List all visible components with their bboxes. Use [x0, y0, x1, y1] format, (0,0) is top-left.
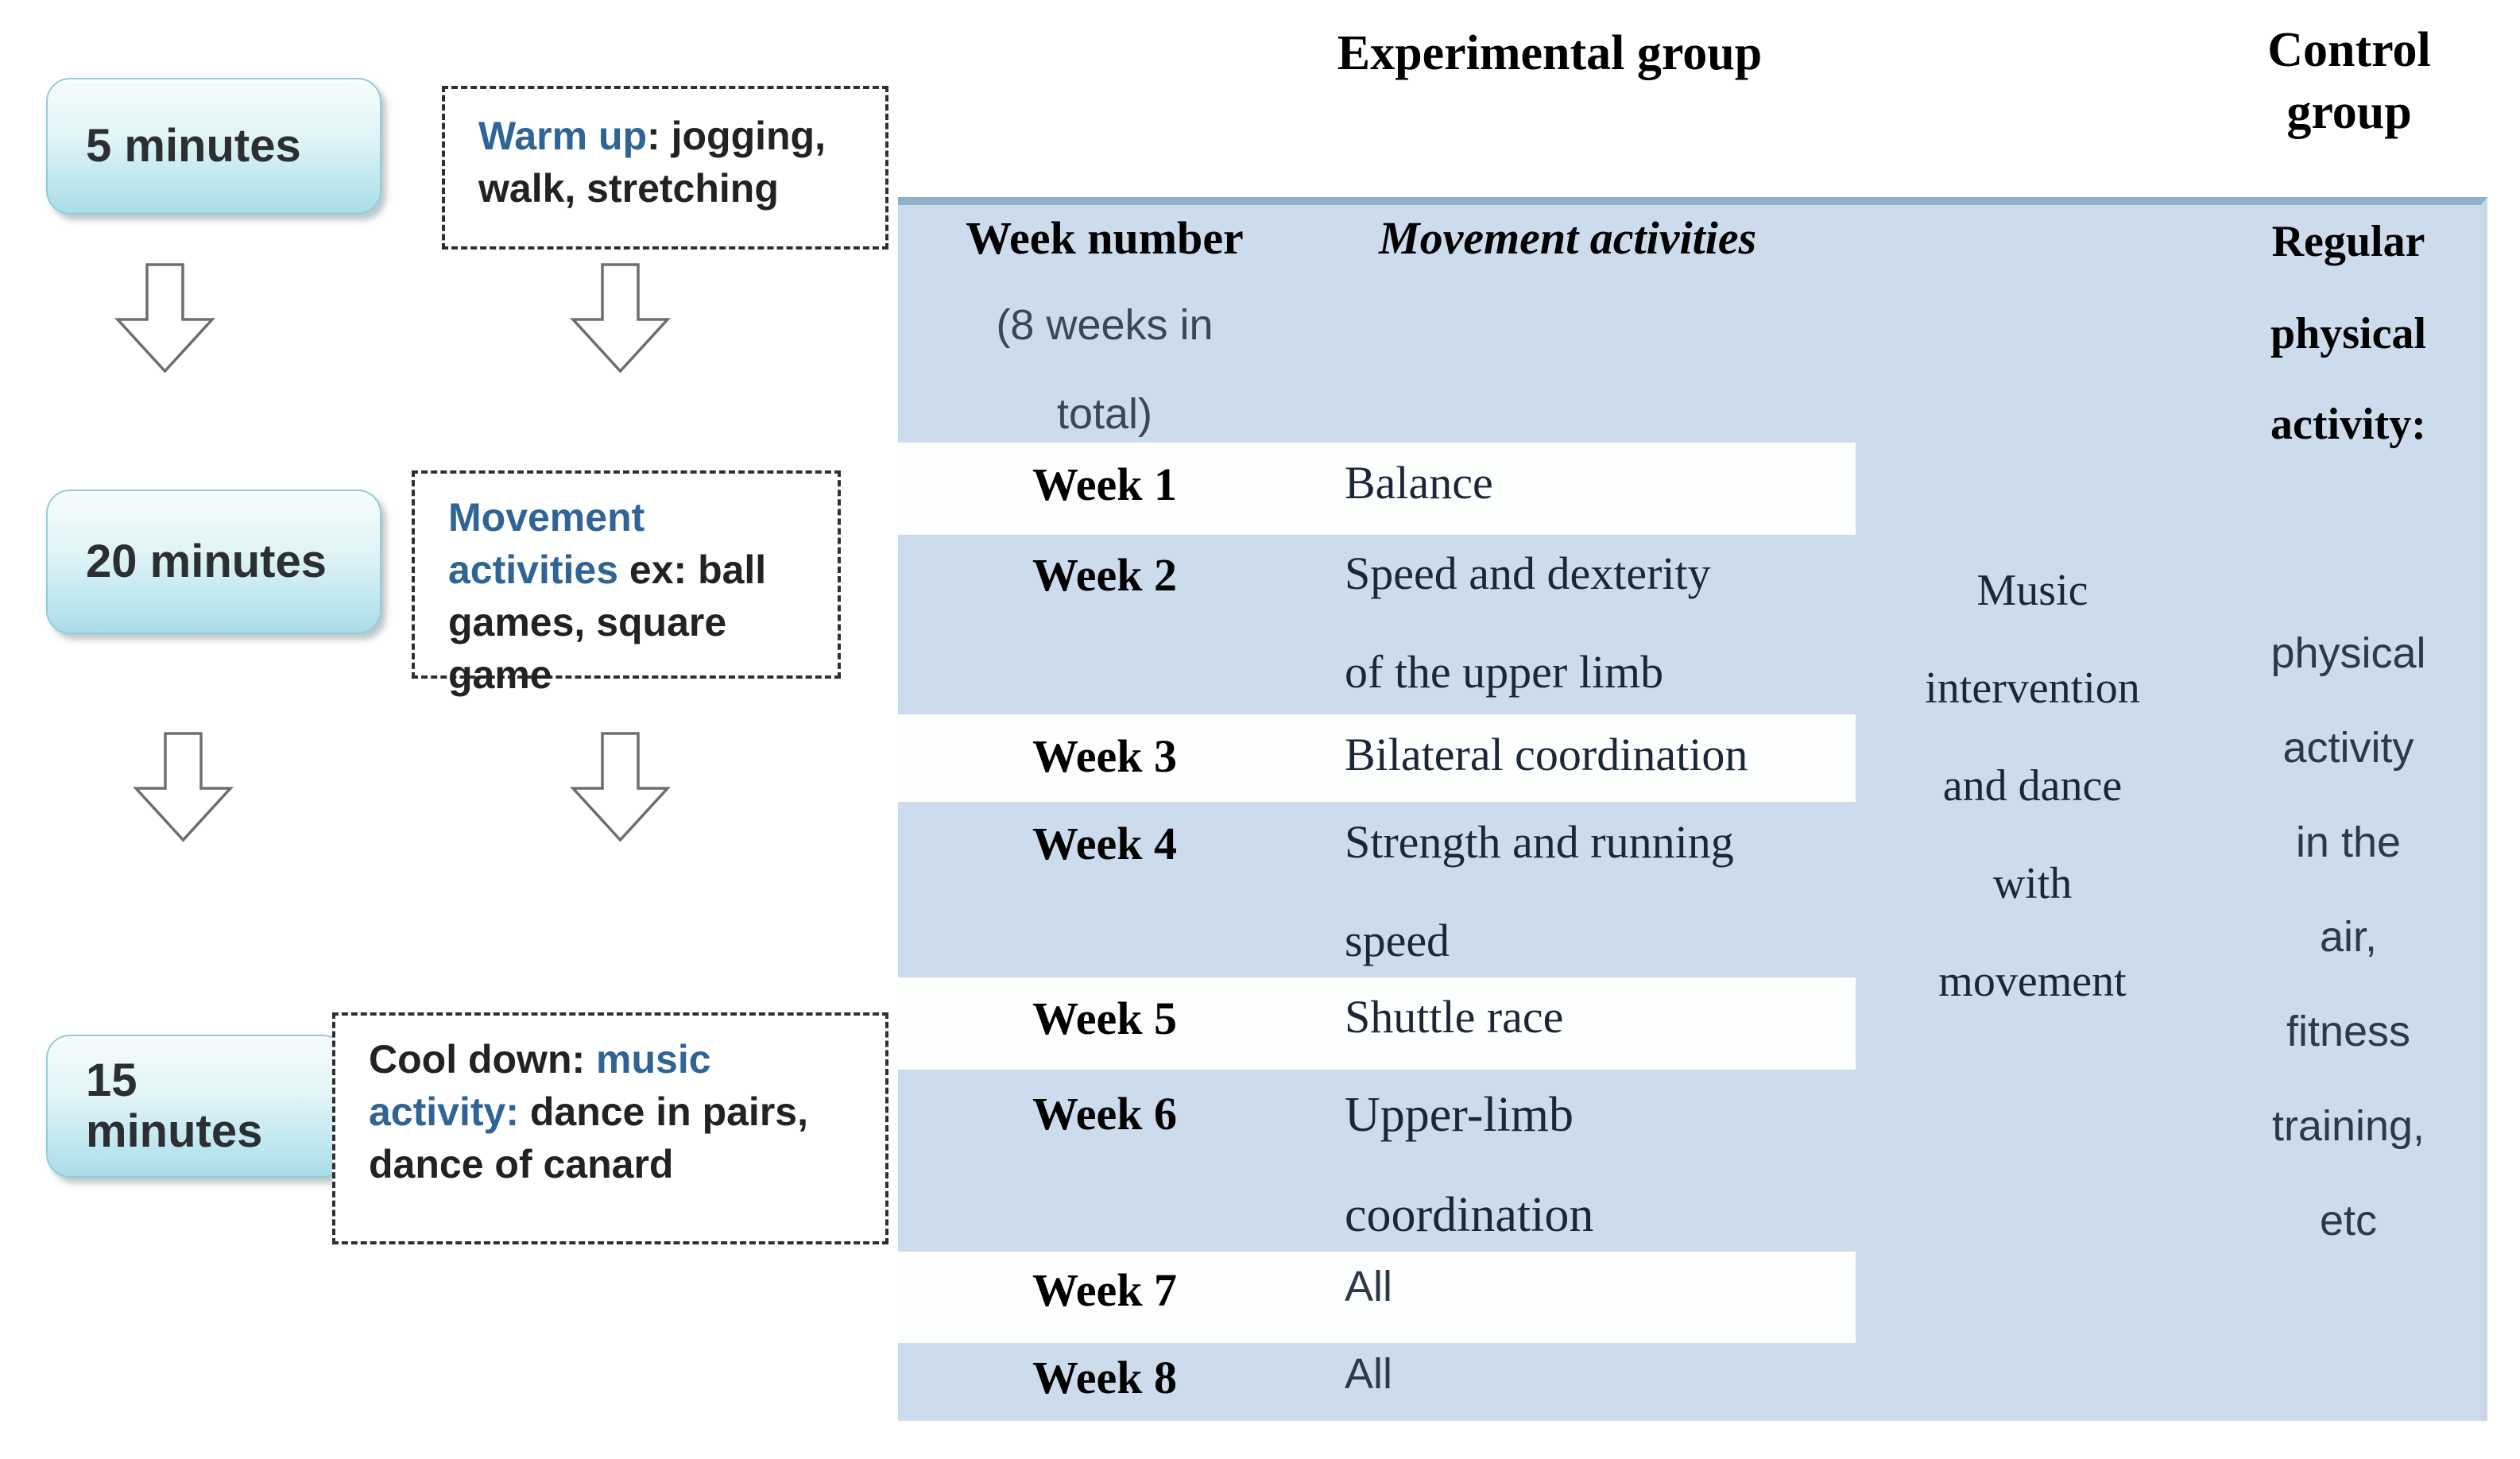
header-weeks-note-line1: (8 weeks in — [996, 301, 1214, 349]
movement-note-line2: activities ex: ball — [448, 548, 767, 592]
music-intervention-cell-line: and dance — [1942, 761, 2123, 811]
table-row-stripe — [898, 1252, 1856, 1343]
table-row-stripe — [898, 977, 1856, 1070]
control-activity-cell-line: training, — [2271, 1102, 2425, 1150]
experimental-group-title: Experimental group — [1337, 26, 1763, 80]
control-activity-cell-line: etc — [2319, 1197, 2378, 1244]
cooldown-note-box: Cool down: music activity: dance in pair… — [332, 1012, 888, 1244]
table-row-stripe — [898, 443, 1856, 535]
header-regular-line3: activity: — [2270, 400, 2426, 449]
activity-cell: All — [1345, 1263, 1393, 1310]
header-regular-line1: Regular — [2271, 217, 2425, 266]
cooldown-note-line2: activity: dance in pairs, — [369, 1089, 808, 1134]
header-movement-activities: Movement activities — [1379, 212, 1757, 264]
week-label: Week 4 — [1032, 818, 1178, 869]
activity-cell: Balance — [1345, 457, 1493, 509]
down-arrow-icon — [111, 262, 219, 375]
down-arrow-icon — [130, 731, 237, 844]
down-arrow-icon — [567, 731, 674, 844]
activity-cell: All — [1345, 1350, 1393, 1398]
week-label: Week 6 — [1032, 1088, 1178, 1140]
activity-cell: Upper-limb — [1345, 1088, 1574, 1142]
week-label: Week 5 — [1032, 993, 1178, 1044]
control-group-title: Control group — [2267, 23, 2431, 139]
week-label: Week 7 — [1032, 1264, 1178, 1316]
control-activity-cell-line: fitness — [2286, 1008, 2411, 1055]
header-week-number: Week number — [966, 212, 1244, 264]
activity-cell: Speed and dexterity — [1345, 548, 1711, 599]
music-intervention-cell-line: movement — [1938, 957, 2127, 1006]
activity-cell: speed — [1345, 915, 1450, 966]
music-intervention-cell-line: intervention — [1925, 664, 2140, 713]
cooldown-note-line1: Cool down: music — [369, 1037, 711, 1082]
duration-box-movement: 20 minutes — [46, 490, 381, 634]
duration-box-cooldown: 15 minutes — [46, 1035, 346, 1178]
warmup-note-line2: walk, stretching — [478, 166, 779, 211]
control-activity-cell-line: in the — [2295, 819, 2402, 866]
control-activity-cell-line: physical — [2270, 629, 2426, 677]
movement-note-box: Movement activities ex: ball games, squa… — [412, 470, 841, 697]
activity-cell: coordination — [1345, 1188, 1594, 1242]
week-label: Week 3 — [1032, 730, 1178, 782]
table-row-stripe — [898, 714, 1856, 802]
cooldown-note-line3: dance of canard — [369, 1142, 674, 1186]
control-activity-cell-line: air, — [2319, 913, 2378, 961]
activity-cell: Shuttle race — [1345, 991, 1564, 1043]
movement-note-line3: games, square — [448, 600, 727, 644]
warmup-note-box: Warm up: jogging, walk, stretching — [442, 86, 888, 250]
header-weeks-note-line2: total) — [1056, 390, 1153, 438]
down-arrow-icon — [567, 262, 674, 375]
week-label: Week 8 — [1032, 1352, 1178, 1403]
week-label: Week 1 — [1032, 459, 1178, 510]
music-intervention-cell-line: with — [1992, 859, 2073, 908]
duration-label-line2: minutes — [86, 1105, 263, 1157]
duration-label: 20 minutes — [86, 536, 327, 587]
movement-note-line1: Movement — [448, 495, 645, 540]
activity-cell: of the upper limb — [1345, 646, 1664, 698]
control-activity-cell-line: activity — [2282, 724, 2414, 772]
header-regular-line2: physical — [2270, 309, 2427, 358]
activity-cell: Bilateral coordination — [1345, 729, 1748, 780]
table-background — [898, 197, 2487, 1421]
duration-box-warmup: 5 minutes — [46, 78, 381, 215]
week-label: Week 2 — [1032, 549, 1178, 601]
duration-label-line1: 15 — [86, 1055, 137, 1106]
music-intervention-cell-line: Music — [1976, 566, 2088, 615]
movement-note-line4: game — [448, 652, 552, 697]
duration-label: 5 minutes — [86, 120, 301, 172]
warmup-note-line1: Warm up: jogging, — [478, 114, 826, 158]
activity-cell: Strength and running — [1345, 816, 1734, 868]
